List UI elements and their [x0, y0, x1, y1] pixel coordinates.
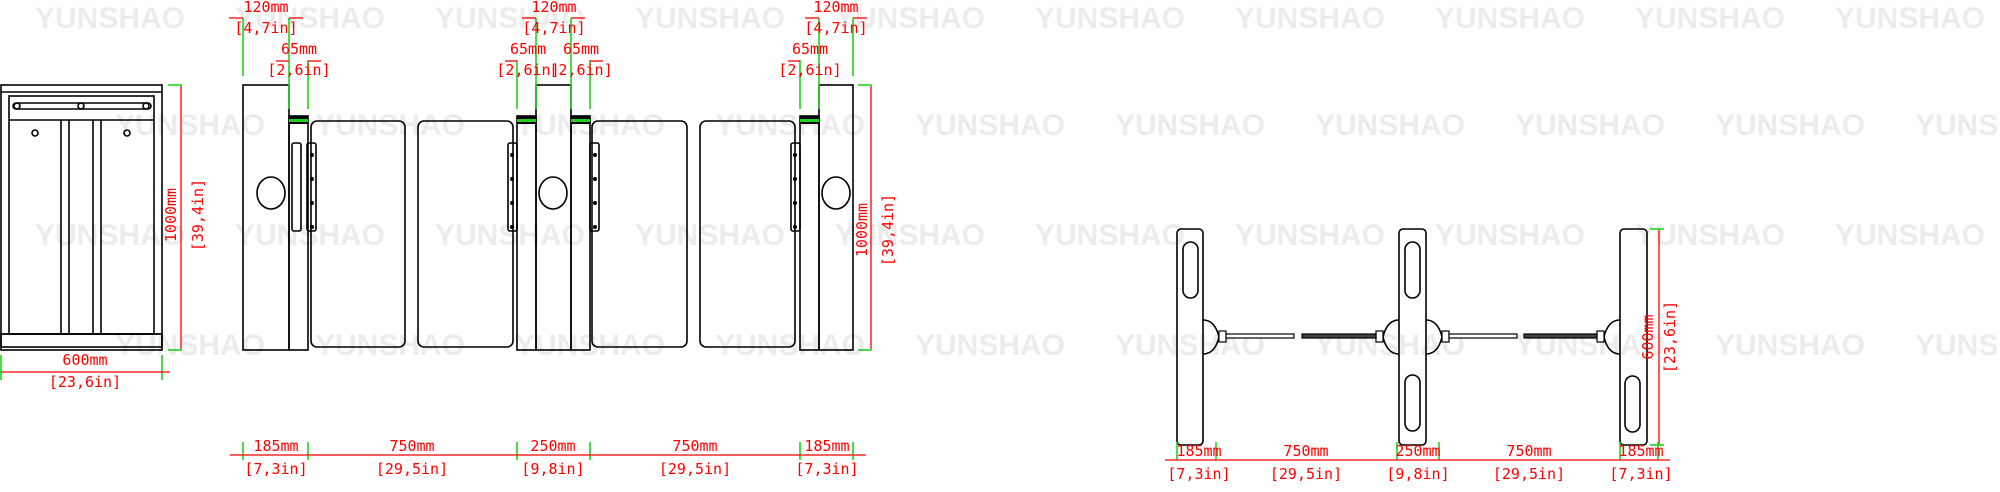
watermark: YUNSHAO: [1315, 109, 1465, 142]
dim-bottom-mm: 185mm: [804, 437, 849, 455]
dim-bottom-mm: 250mm: [1395, 442, 1440, 460]
dim-top-in: [4,7in]: [234, 19, 297, 37]
dim-bottom-in: [29,5in]: [376, 460, 448, 478]
watermark: YUNSHAO: [635, 2, 785, 35]
plan-depth-mm: 600mm: [1639, 314, 1657, 359]
glass-panel: [591, 120, 688, 348]
watermark: YUNSHAO: [115, 109, 265, 142]
watermark: YUNSHAO: [1715, 109, 1865, 142]
dim-top-mm: 65mm: [563, 40, 599, 58]
watermark: YUNSHAO: [1235, 2, 1385, 35]
watermark: YUNSHAO: [715, 109, 865, 142]
side-elevation: 120mm [4,7in] 65mm [2,6in] 120mm [4,7in]…: [229, 0, 897, 478]
dim-bottom-in: [29,5in]: [1493, 465, 1565, 483]
dim-bottom-in: [9,8in]: [1386, 465, 1449, 483]
dim-bottom-in: [7,3in]: [1167, 465, 1230, 483]
front-height-mm: 1000mm: [162, 188, 180, 242]
watermark: YUNSHAO: [235, 2, 385, 35]
dim-top-in: [4,7in]: [804, 19, 867, 37]
watermark: YUNSHAO: [1635, 219, 1785, 252]
dim-top-mm: 120mm: [813, 0, 858, 16]
watermark: YUNSHAO: [635, 219, 785, 252]
dim-top-mm: 65mm: [281, 40, 317, 58]
watermark: YUNSHAO: [315, 109, 465, 142]
watermark: YUNSHAO: [1715, 329, 1865, 362]
watermark: YUNSHAO: [1635, 2, 1785, 35]
watermark: YUNSHAO: [435, 219, 585, 252]
plan-view: 600mm [23,6in] 185mm [7,3in] 750mm [29,5…: [1165, 228, 1679, 483]
dim-bottom-in: [7,3in]: [795, 460, 858, 478]
front-view: 1000mm [39,4in] 600mm [23,6in]: [0, 84, 207, 391]
watermark: YUNSHAO: [1115, 109, 1265, 142]
watermark: YUNSHAO: [1035, 2, 1185, 35]
card-reader-icon: [821, 176, 851, 210]
dim-top-mm: 65mm: [510, 40, 546, 58]
dim-bottom-mm: 750mm: [389, 437, 434, 455]
swing-arm: [1301, 333, 1377, 339]
watermark: YUNSHAO: [915, 109, 1065, 142]
front-width-mm: 600mm: [62, 351, 107, 369]
front-width-in: [23,6in]: [49, 373, 121, 391]
dim-top-mm: 120mm: [243, 0, 288, 16]
dim-top-in: [4,7in]: [522, 19, 585, 37]
swing-arm: [1523, 333, 1598, 339]
dim-bottom-in: [7,3in]: [244, 460, 307, 478]
dim-top-in: [2,6in]: [267, 61, 330, 79]
glass-panel: [699, 120, 796, 348]
swing-arm: [1448, 333, 1518, 339]
dim-bottom-mm: 750mm: [1506, 442, 1551, 460]
watermark: YUNSHAO: [1915, 109, 2000, 142]
watermark: YUNSHAO: [715, 329, 865, 362]
glass-panel: [310, 120, 406, 348]
dim-bottom-in: [29,5in]: [659, 460, 731, 478]
card-reader-icon: [538, 176, 568, 210]
dim-bottom-mm: 185mm: [253, 437, 298, 455]
dim-bottom-mm: 185mm: [1176, 442, 1221, 460]
dim-top-mm: 120mm: [531, 0, 576, 16]
watermark: YUNSHAO: [35, 219, 185, 252]
dim-bottom-mm: 185mm: [1618, 442, 1663, 460]
dim-bottom-in: [9,8in]: [521, 460, 584, 478]
watermark: YUNSHAO: [1835, 2, 1985, 35]
watermark: YUNSHAO: [835, 219, 985, 252]
dim-bottom-mm: 250mm: [530, 437, 575, 455]
side-height-in: [39,4in]: [879, 194, 897, 266]
dim-top-in: [2,6in]: [549, 61, 612, 79]
watermark: YUNSHAO: [35, 2, 185, 35]
watermark: YUNSHAO: [235, 219, 385, 252]
swing-arm: [1225, 333, 1295, 339]
dim-bottom-mm: 750mm: [1283, 442, 1328, 460]
hole-icon: [123, 129, 131, 137]
dim-top-mm: 65mm: [792, 40, 828, 58]
watermark: YUNSHAO: [1235, 219, 1385, 252]
watermark-layer: YUNSHAO YUNSHAO YUNSHAO YUNSHAO YUNSHAO YUNSH…: [35, 2, 2000, 362]
front-height-in: [39,4in]: [189, 179, 207, 251]
card-reader-icon: [256, 176, 286, 210]
dim-bottom-mm: 750mm: [672, 437, 717, 455]
watermark: YUNSHAO: [315, 329, 465, 362]
glass-panel: [417, 120, 514, 348]
dim-bottom-in: [29,5in]: [1270, 465, 1342, 483]
dim-top-in: [2,6in]: [778, 61, 841, 79]
watermark: YUNSHAO: [1915, 329, 2000, 362]
watermark: YUNSHAO: [1515, 109, 1665, 142]
watermark: YUNSHAO: [915, 329, 1065, 362]
watermark: YUNSHAO: [1435, 2, 1585, 35]
watermark: YUNSHAO: [435, 2, 585, 35]
hole-icon: [31, 129, 39, 137]
watermark: YUNSHAO: [1035, 219, 1185, 252]
watermark: YUNSHAO: [1435, 219, 1585, 252]
dim-top-in: [2,6in]: [496, 61, 559, 79]
plan-depth-in: [23,6in]: [1661, 301, 1679, 373]
watermark: YUNSHAO: [1835, 219, 1985, 252]
side-height-mm: 1000mm: [853, 203, 871, 257]
dim-bottom-in: [7,3in]: [1609, 465, 1672, 483]
